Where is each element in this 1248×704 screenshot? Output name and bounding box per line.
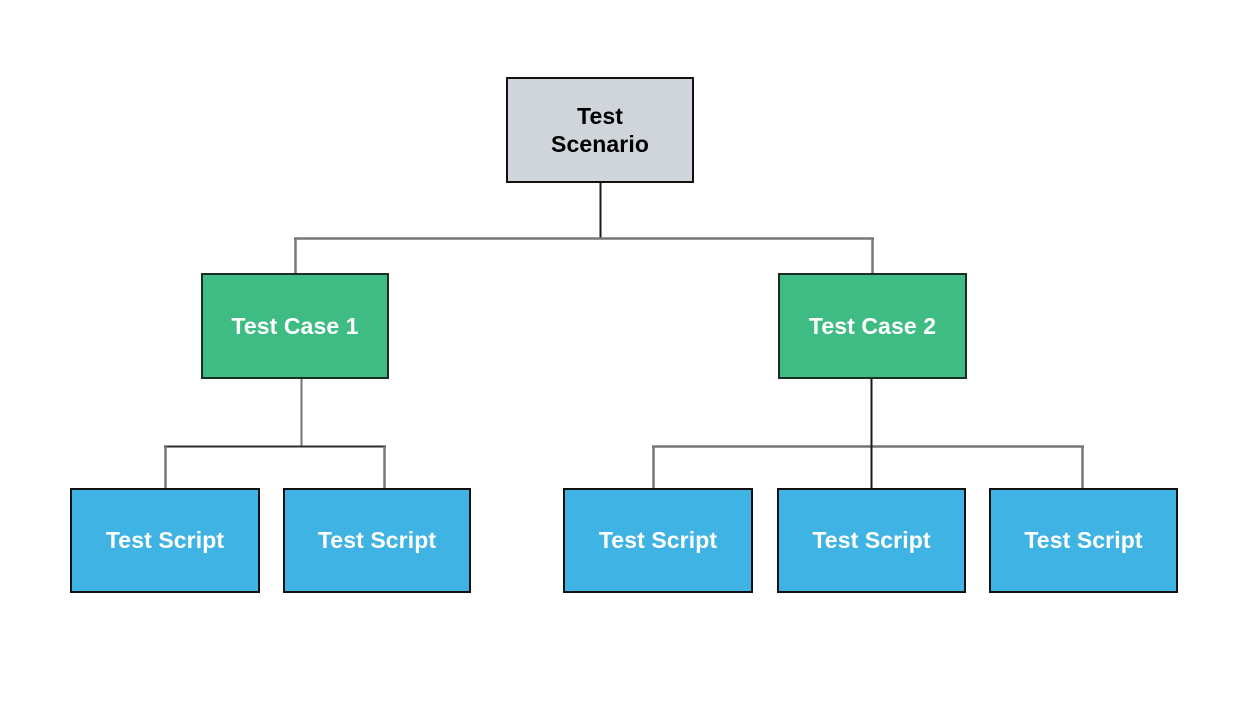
node-test-case-2[interactable]: Test Case 2 [778,273,967,379]
node-test-script-1-label: Test Script [105,527,225,554]
node-test-script-4-label: Test Script [812,527,931,554]
node-test-case-1-label: Test Case 1 [231,312,359,339]
node-test-script-2[interactable]: Test Script [283,488,471,593]
node-test-script-5-label: Test Script [1024,527,1143,554]
node-test-scenario[interactable]: Test Scenario [506,77,694,183]
node-test-script-3[interactable]: Test Script [563,488,753,593]
node-test-script-2-label: Test Script [317,527,437,554]
node-test-script-3-label: Test Script [598,527,718,554]
node-test-script-1[interactable]: Test Script [70,488,260,593]
node-test-script-5[interactable]: Test Script [989,488,1178,593]
node-test-script-4[interactable]: Test Script [777,488,966,593]
node-test-case-1[interactable]: Test Case 1 [201,273,389,379]
node-test-case-2-label: Test Case 2 [808,312,937,339]
node-test-scenario-label: Test Scenario [551,102,649,157]
